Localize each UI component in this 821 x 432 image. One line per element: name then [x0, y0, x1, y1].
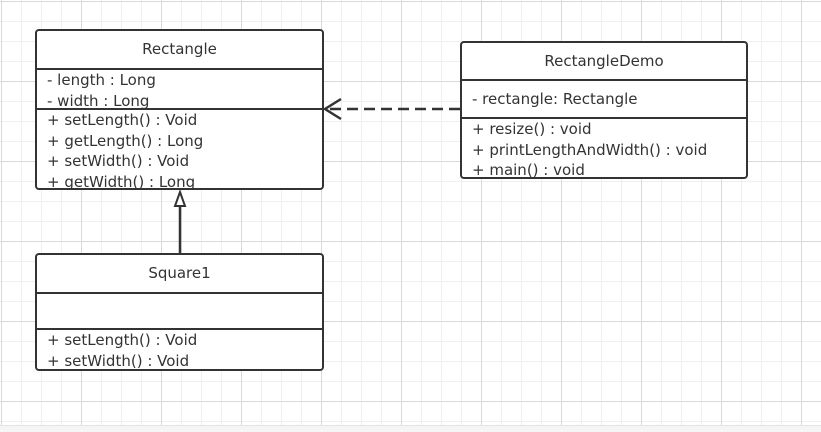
class-square1[interactable]: Square1 + setLength() : Void + setWidth(… [35, 253, 324, 371]
operations-compartment: + setLength() : Void + getLength() : Lon… [37, 110, 322, 190]
class-rectangledemo[interactable]: RectangleDemo - rectangle: Rectangle + r… [460, 41, 748, 179]
operation: + printLengthAndWidth() : void [472, 140, 708, 159]
open-arrowhead-icon [322, 97, 342, 121]
class-rectangle[interactable]: Rectangle - length : Long - width : Long… [35, 29, 324, 190]
hollow-triangle-arrowhead-icon [173, 189, 187, 207]
attributes-compartment: - length : Long - width : Long [37, 70, 322, 110]
operations-compartment: + resize() : void + printLengthAndWidth(… [462, 119, 746, 179]
operation: + setLength() : Void [47, 111, 198, 129]
attribute: - width : Long [47, 91, 150, 110]
attributes-compartment-empty [37, 294, 322, 330]
operations-compartment: + setLength() : Void + setWidth() : Void [37, 330, 322, 370]
attribute: - length : Long [47, 71, 156, 89]
attribute: - rectangle: Rectangle [472, 90, 638, 108]
operation: + main() : void [472, 161, 585, 179]
class-name: Square1 [37, 255, 322, 294]
class-name: RectangleDemo [462, 43, 746, 81]
operation: + resize() : void [472, 120, 592, 138]
canvas-bottom-edge [0, 425, 821, 432]
operation: + getLength() : Long [47, 131, 204, 150]
generalization-connector[interactable] [173, 189, 187, 253]
operation: + getWidth() : Long [47, 172, 196, 190]
class-name: Rectangle [37, 31, 322, 70]
operation: + setLength() : Void [47, 331, 198, 349]
dependency-connector[interactable] [322, 97, 460, 121]
attributes-compartment: - rectangle: Rectangle [462, 81, 746, 119]
operation: + setWidth() : Void [47, 152, 190, 170]
operation: + setWidth() : Void [47, 351, 190, 370]
